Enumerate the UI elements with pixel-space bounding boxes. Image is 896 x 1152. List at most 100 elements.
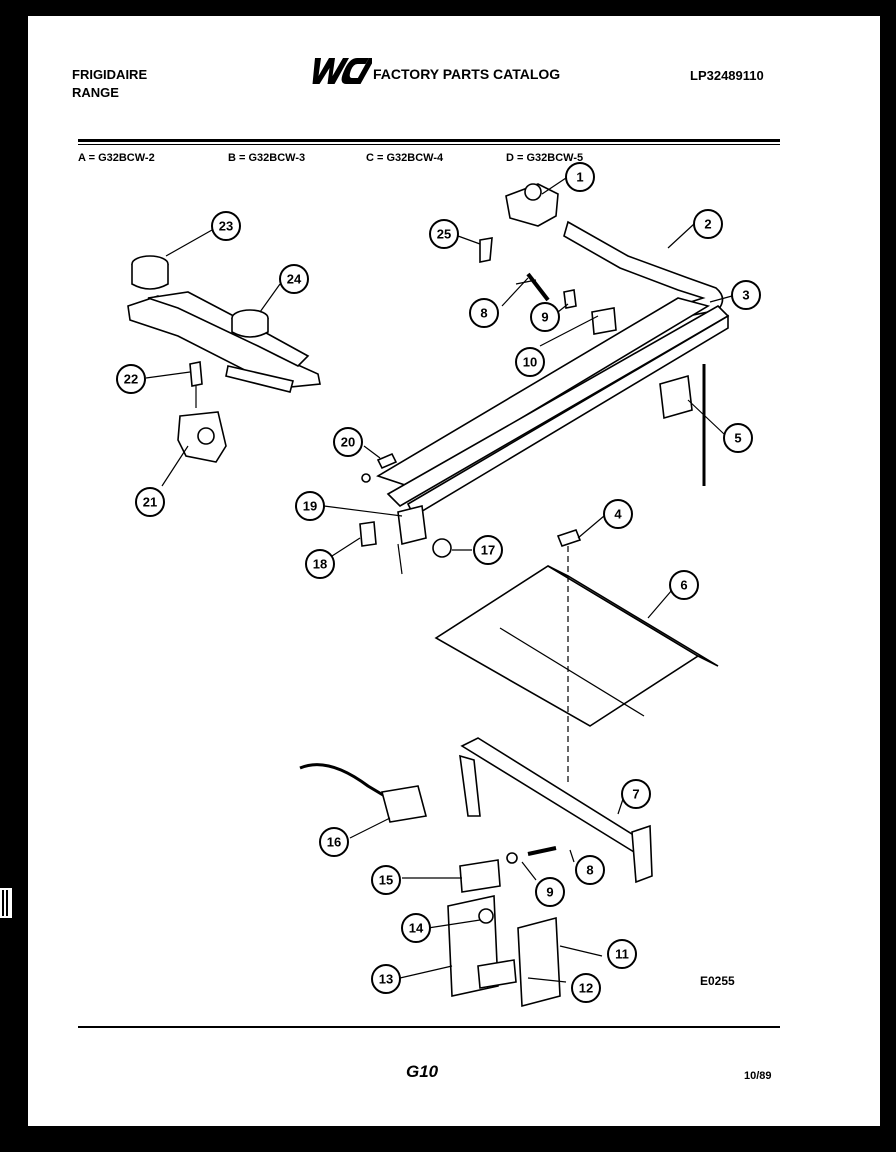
- brand-name: FRIGIDAIRE: [72, 67, 148, 82]
- page-id: G10: [406, 1062, 439, 1081]
- clip-25: [479, 237, 493, 263]
- callout-3-label: 3: [742, 288, 749, 303]
- model-number: LP32489110: [690, 68, 764, 83]
- callout-17-label: 17: [481, 543, 495, 558]
- valve-15: [459, 859, 501, 893]
- wci-logo: [312, 58, 372, 84]
- callout-12: 12: [571, 973, 601, 1003]
- variant-d: D = G32BCW-5: [506, 152, 584, 164]
- rod-8: [526, 272, 550, 302]
- callout-1: 1: [565, 162, 595, 192]
- callout-7-label: 7: [632, 787, 639, 802]
- callout-11: 11: [607, 939, 637, 969]
- header-rule-thin: [78, 144, 780, 145]
- pressure-regulator: [505, 183, 559, 227]
- spring-20: [376, 452, 398, 470]
- callout-9-label: 9: [541, 310, 548, 325]
- callout-19-label: 19: [303, 499, 317, 514]
- callout-10: 10: [515, 347, 545, 377]
- footer-rule: [78, 1026, 780, 1028]
- callout-2-label: 2: [704, 217, 711, 232]
- callout-15: 15: [371, 865, 401, 895]
- fitting-9-lower: [506, 852, 518, 864]
- callout-4-label: 4: [614, 507, 622, 522]
- catalog-title: FACTORY PARTS CATALOG: [373, 66, 561, 82]
- burner-bracket-22: [189, 361, 203, 408]
- callout-24: 24: [279, 264, 309, 294]
- callout-9-lower: 9: [535, 877, 565, 907]
- callout-23: 23: [211, 211, 241, 241]
- callout-21: 21: [135, 487, 165, 517]
- top-burner-assembly: [127, 255, 321, 393]
- catalog-page: FRIGIDAIRE RANGE FACTORY PARTS CATALOG L…: [28, 16, 880, 1126]
- callout-13: 13: [371, 964, 401, 994]
- callout-10-label: 10: [523, 355, 537, 370]
- callout-16: 16: [319, 827, 349, 857]
- callout-18-label: 18: [313, 557, 327, 572]
- callout-25-label: 25: [437, 227, 451, 242]
- callout-21-label: 21: [143, 495, 157, 510]
- callout-1-label: 1: [576, 170, 583, 185]
- header-rule: [78, 139, 780, 142]
- variant-c: C = G32BCW-4: [366, 152, 444, 164]
- fitting-9: [563, 289, 577, 309]
- manifold-pipe: [563, 220, 724, 317]
- callout-8: 8: [469, 298, 499, 328]
- variant-b: B = G32BCW-3: [228, 152, 306, 164]
- callout-4: 4: [603, 499, 633, 529]
- callout-15-label: 15: [379, 873, 393, 888]
- variant-a: A = G32BCW-2: [78, 152, 155, 164]
- product-type: RANGE: [72, 85, 119, 100]
- callout-8-lower-label: 8: [586, 863, 593, 878]
- callout-19: 19: [295, 491, 325, 521]
- callout-5: 5: [723, 423, 753, 453]
- callout-12-label: 12: [579, 981, 593, 996]
- callout-20: 20: [333, 427, 363, 457]
- shield-11: [517, 916, 561, 1008]
- bracket-10: [591, 307, 617, 335]
- callout-13-label: 13: [379, 972, 393, 987]
- callout-23-label: 23: [219, 219, 233, 234]
- rod-8-lower: [527, 846, 557, 856]
- manifold-rail: [376, 297, 730, 518]
- orifice-14: [478, 908, 494, 924]
- callout-20-label: 20: [341, 435, 355, 450]
- callout-14: 14: [401, 913, 431, 943]
- callout-22: 22: [116, 364, 146, 394]
- igniter-5: [659, 364, 706, 486]
- gasket-17: [432, 538, 452, 558]
- valve-19: [397, 505, 427, 545]
- bracket-12: [477, 959, 517, 989]
- screw-20: [361, 473, 371, 483]
- callout-17: 17: [473, 535, 503, 565]
- clip-4: [556, 529, 582, 547]
- burner-tray-6: [434, 565, 719, 727]
- callout-5-label: 5: [734, 431, 741, 446]
- leader-lines: [145, 177, 733, 983]
- callout-9: 9: [530, 302, 560, 332]
- callout-6-label: 6: [680, 578, 687, 593]
- page-date: 10/89: [744, 1070, 772, 1082]
- exploded-parts-diagram: 1 2 3 4 5 6 7 8 9 10 11 12 13 14 15 16 1…: [116, 162, 761, 1008]
- callout-24-label: 24: [287, 272, 302, 287]
- callout-6: 6: [669, 570, 699, 600]
- drawing-code: E0255: [700, 974, 735, 988]
- oven-burner-7: [459, 737, 653, 884]
- igniter-16: [299, 763, 427, 823]
- callout-3: 3: [731, 280, 761, 310]
- burner-valve-21: [177, 411, 227, 463]
- brand-block: FRIGIDAIRE RANGE: [72, 66, 147, 102]
- clip-18: [359, 521, 377, 547]
- callout-8-label: 8: [480, 306, 487, 321]
- callout-8-lower: 8: [575, 855, 605, 885]
- callout-25: 25: [429, 219, 459, 249]
- callout-14-label: 14: [409, 921, 424, 936]
- callout-22-label: 22: [124, 372, 138, 387]
- callout-11-label: 11: [615, 947, 629, 962]
- callout-7: 7: [621, 779, 651, 809]
- callout-18: 18: [305, 549, 335, 579]
- callout-9-lower-label: 9: [546, 885, 553, 900]
- callout-2: 2: [693, 209, 723, 239]
- callout-16-label: 16: [327, 835, 341, 850]
- scan-edge-marks: [0, 888, 12, 918]
